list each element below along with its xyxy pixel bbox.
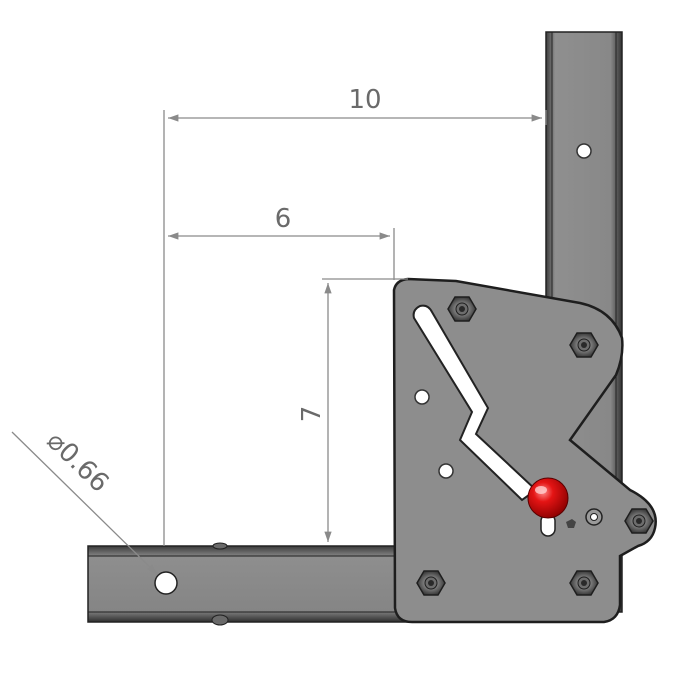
hole-icon (154, 571, 178, 595)
dimensions (11, 110, 547, 575)
bottom-bolt-icon (211, 614, 229, 626)
horizontal-bar (87, 542, 419, 626)
nut-icon (569, 570, 599, 596)
plate-hole-icon (414, 389, 430, 405)
dimension-label-10: 10 (348, 85, 381, 115)
dimension-label-diameter: ⌀0.66 (41, 426, 115, 499)
nut-icon (624, 508, 654, 534)
lever-slot (412, 304, 538, 502)
nuts (416, 296, 654, 596)
plate-hole-icon (438, 463, 454, 479)
diameter-leader-line (11, 431, 158, 575)
nut-icon (416, 570, 446, 596)
dimension-label-6: 6 (275, 204, 292, 234)
vertical-bar-hole-icon (576, 143, 592, 159)
top-bolt-icon (212, 542, 228, 550)
dimension-label-7: 7 (297, 406, 327, 423)
nut-icon (569, 332, 599, 358)
nut-icon (447, 296, 477, 322)
red-knob (527, 477, 569, 519)
spring-clip-icon (566, 519, 576, 528)
bracket-plate (392, 277, 657, 624)
